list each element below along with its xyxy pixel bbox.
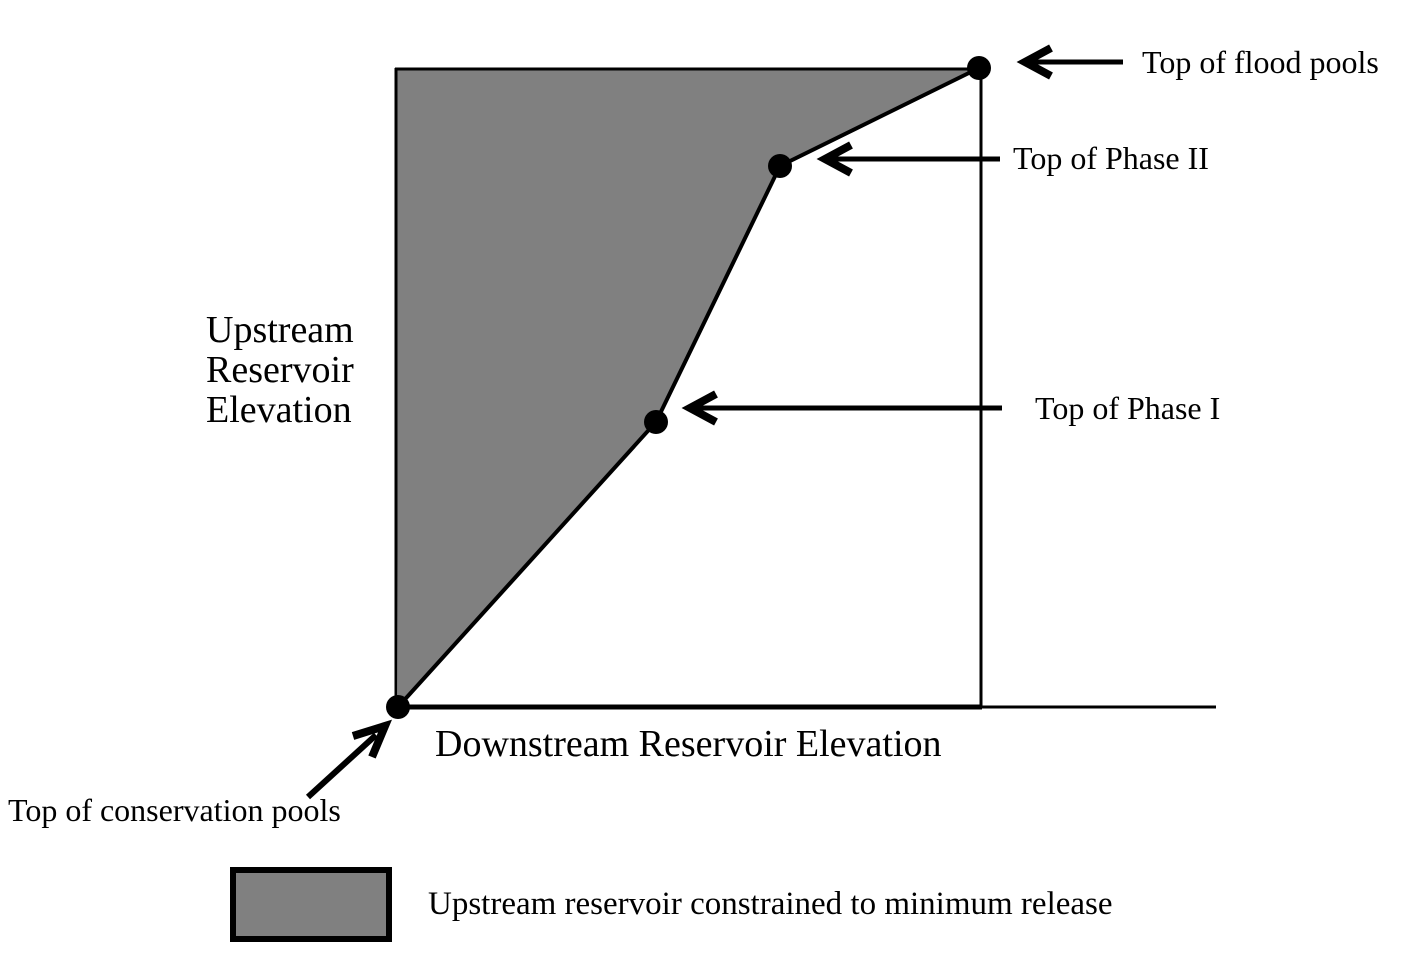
arrow-head-icon	[1016, 44, 1053, 80]
y-axis-label-line: Upstream	[206, 309, 354, 351]
legend-swatch	[230, 867, 392, 942]
phase-i-arrow	[681, 390, 1002, 426]
operating-curve	[396, 66, 980, 709]
arrow-head-icon	[681, 390, 718, 426]
point-phase-ii	[768, 154, 792, 178]
y-axis-label: Upstream Reservoir Elevation	[206, 310, 354, 430]
phase-ii-label: Top of Phase II	[1013, 140, 1209, 176]
flood-pools-label: Top of flood pools	[1142, 44, 1379, 80]
conservation-pools-arrow	[305, 719, 393, 800]
y-axis-label-line: Reservoir	[206, 349, 354, 391]
conservation-pools-label: Top of conservation pools	[8, 792, 341, 828]
flood-pools-arrow	[1016, 44, 1123, 80]
point-phase-i	[644, 410, 668, 434]
phase-ii-arrow	[816, 141, 1000, 177]
legend-label: Upstream reservoir constrained to minimu…	[428, 886, 1113, 922]
y-axis-label-line: Elevation	[206, 389, 352, 431]
point-flood-pools	[967, 56, 991, 80]
x-axis-label: Downstream Reservoir Elevation	[435, 723, 942, 765]
arrow-head-icon	[816, 141, 853, 177]
arrow-head-icon	[351, 719, 393, 759]
phase-i-label: Top of Phase I	[1035, 390, 1221, 426]
point-conservation-pools	[386, 695, 410, 719]
arrow-shaft	[305, 732, 379, 800]
